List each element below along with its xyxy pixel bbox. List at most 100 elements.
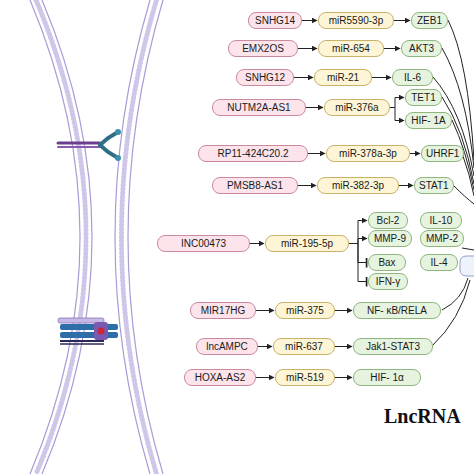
lncrna-box: PMSB8-AS1 (212, 177, 298, 194)
target-box: MMP-9 (368, 230, 412, 247)
mirna-box: miR5590-3p (318, 12, 394, 29)
mirna-box: miR-519 (275, 369, 335, 386)
membrane-line (30, 0, 80, 474)
lncrna-box: lncAMPC (196, 338, 258, 355)
node-label: PMSB8-AS1 (227, 180, 283, 191)
arrow-connector (258, 346, 272, 347)
target-box: HIF- 1A (405, 112, 452, 129)
lncrna-box: NUTM2A-AS1 (212, 99, 306, 116)
lncrna-box: MIR17HG (190, 302, 256, 319)
arrow-connector (256, 310, 274, 311)
lncrna-box: INC00473 (157, 235, 250, 252)
target-box: AKT3 (401, 40, 442, 57)
target-box: TET1 (405, 89, 442, 106)
arrow-connector (256, 377, 274, 378)
node-label: IL-6 (404, 72, 421, 83)
node-label: TET1 (411, 92, 435, 103)
arrow-connector (308, 153, 325, 154)
arrow-connector (349, 239, 367, 244)
arrow-connector (349, 221, 367, 244)
node-label: IL-10 (430, 215, 453, 226)
arrow-connector (335, 377, 352, 378)
target-box: ZEB1 (411, 12, 448, 29)
node-label: RP11-424C20.2 (218, 148, 289, 159)
node-label: miR-378a-3p (339, 148, 397, 159)
target-box: IL-10 (420, 212, 462, 229)
arrow-connector (294, 77, 313, 78)
node-label: miR-21 (327, 72, 359, 83)
arrow-connector (302, 20, 317, 21)
node-label: IL-4 (430, 257, 447, 268)
lncrna-box: SNHG12 (236, 69, 294, 86)
arrow-connector (390, 108, 404, 121)
target-box: Bax (368, 254, 406, 271)
lncrna-box: HOXA-AS2 (184, 369, 256, 386)
target-box: HIF- 1α (353, 369, 421, 386)
lncrna-box: EMX2OS (228, 40, 298, 57)
arrow-connector (410, 153, 420, 154)
node-label: HOXA-AS2 (195, 372, 246, 383)
target-box: Bcl-2 (368, 212, 408, 229)
lncrna-box: RP11-424C20.2 (198, 145, 308, 162)
receptor-complex (58, 318, 118, 344)
lncrna-box: SNHG14 (248, 12, 302, 29)
arrow-connector (298, 48, 317, 49)
arrow-connector (306, 107, 323, 108)
membrane-line (128, 0, 163, 474)
node-label: miR-376a (335, 102, 378, 113)
target-box: IL-6 (392, 69, 433, 86)
node-label: Jak1-STAT3 (366, 341, 420, 352)
node-label: SNHG14 (255, 15, 295, 26)
node-label: miR-654 (332, 43, 370, 54)
node-label: miR-382-3p (332, 180, 384, 191)
target-box: Jak1-STAT3 (353, 338, 433, 355)
node-label: HIF- 1α (370, 372, 404, 383)
mirna-box: miR-378a-3p (326, 145, 410, 162)
node-label: miR-195-5p (281, 238, 333, 249)
node-label: miR-637 (285, 341, 323, 352)
arrow-connector (372, 77, 391, 78)
target-box: UHRF1 (421, 145, 464, 162)
target-box: STAT1 (414, 177, 454, 194)
mirna-box: miR-382-3p (317, 177, 399, 194)
node-label: miR-519 (286, 372, 324, 383)
node-label: AKT3 (409, 43, 434, 54)
arrow-connector (384, 48, 400, 49)
node-label: STAT1 (419, 180, 449, 191)
node-label: HIF- 1A (411, 115, 445, 126)
arrow-connector (394, 20, 410, 21)
inhibition-connector (349, 244, 367, 263)
node-label: SNHG12 (245, 72, 285, 83)
mirna-box: miR-375 (275, 302, 335, 319)
inhibition-connector (349, 244, 367, 282)
arrow-connector (335, 310, 352, 311)
target-box: IL-4 (420, 254, 458, 271)
membrane-lipids (36, 0, 86, 474)
node-label: lncAMPC (206, 341, 248, 352)
node-label: MIR17HG (201, 305, 245, 316)
arrow-connector (390, 98, 404, 108)
mirna-box: miR-376a (324, 99, 390, 116)
target-box: IFN-γ (368, 273, 408, 290)
mirna-box: miR-21 (314, 69, 372, 86)
arrow-connector (298, 185, 316, 186)
node-label: ZEB1 (417, 15, 442, 26)
node-label: NF- κB/RELA (367, 305, 427, 316)
cropped-box (460, 256, 474, 276)
node-label: MMP-2 (426, 233, 458, 244)
target-box: NF- κB/RELA (353, 302, 441, 319)
node-label: MMP-9 (374, 233, 406, 244)
node-label: UHRF1 (426, 148, 459, 159)
node-label: INC00473 (181, 238, 226, 249)
arrow-connector (250, 243, 264, 244)
figure-title-label: LncRNA (384, 405, 461, 428)
mirna-box: miR-637 (273, 338, 335, 355)
node-label: Bcl-2 (377, 215, 400, 226)
target-box: MMP-2 (420, 230, 464, 247)
mirna-box: miR-654 (318, 40, 384, 57)
node-label: IFN-γ (376, 276, 400, 287)
node-label: EMX2OS (242, 43, 284, 54)
arrow-connector (335, 346, 352, 347)
node-label: miR5590-3p (329, 15, 383, 26)
